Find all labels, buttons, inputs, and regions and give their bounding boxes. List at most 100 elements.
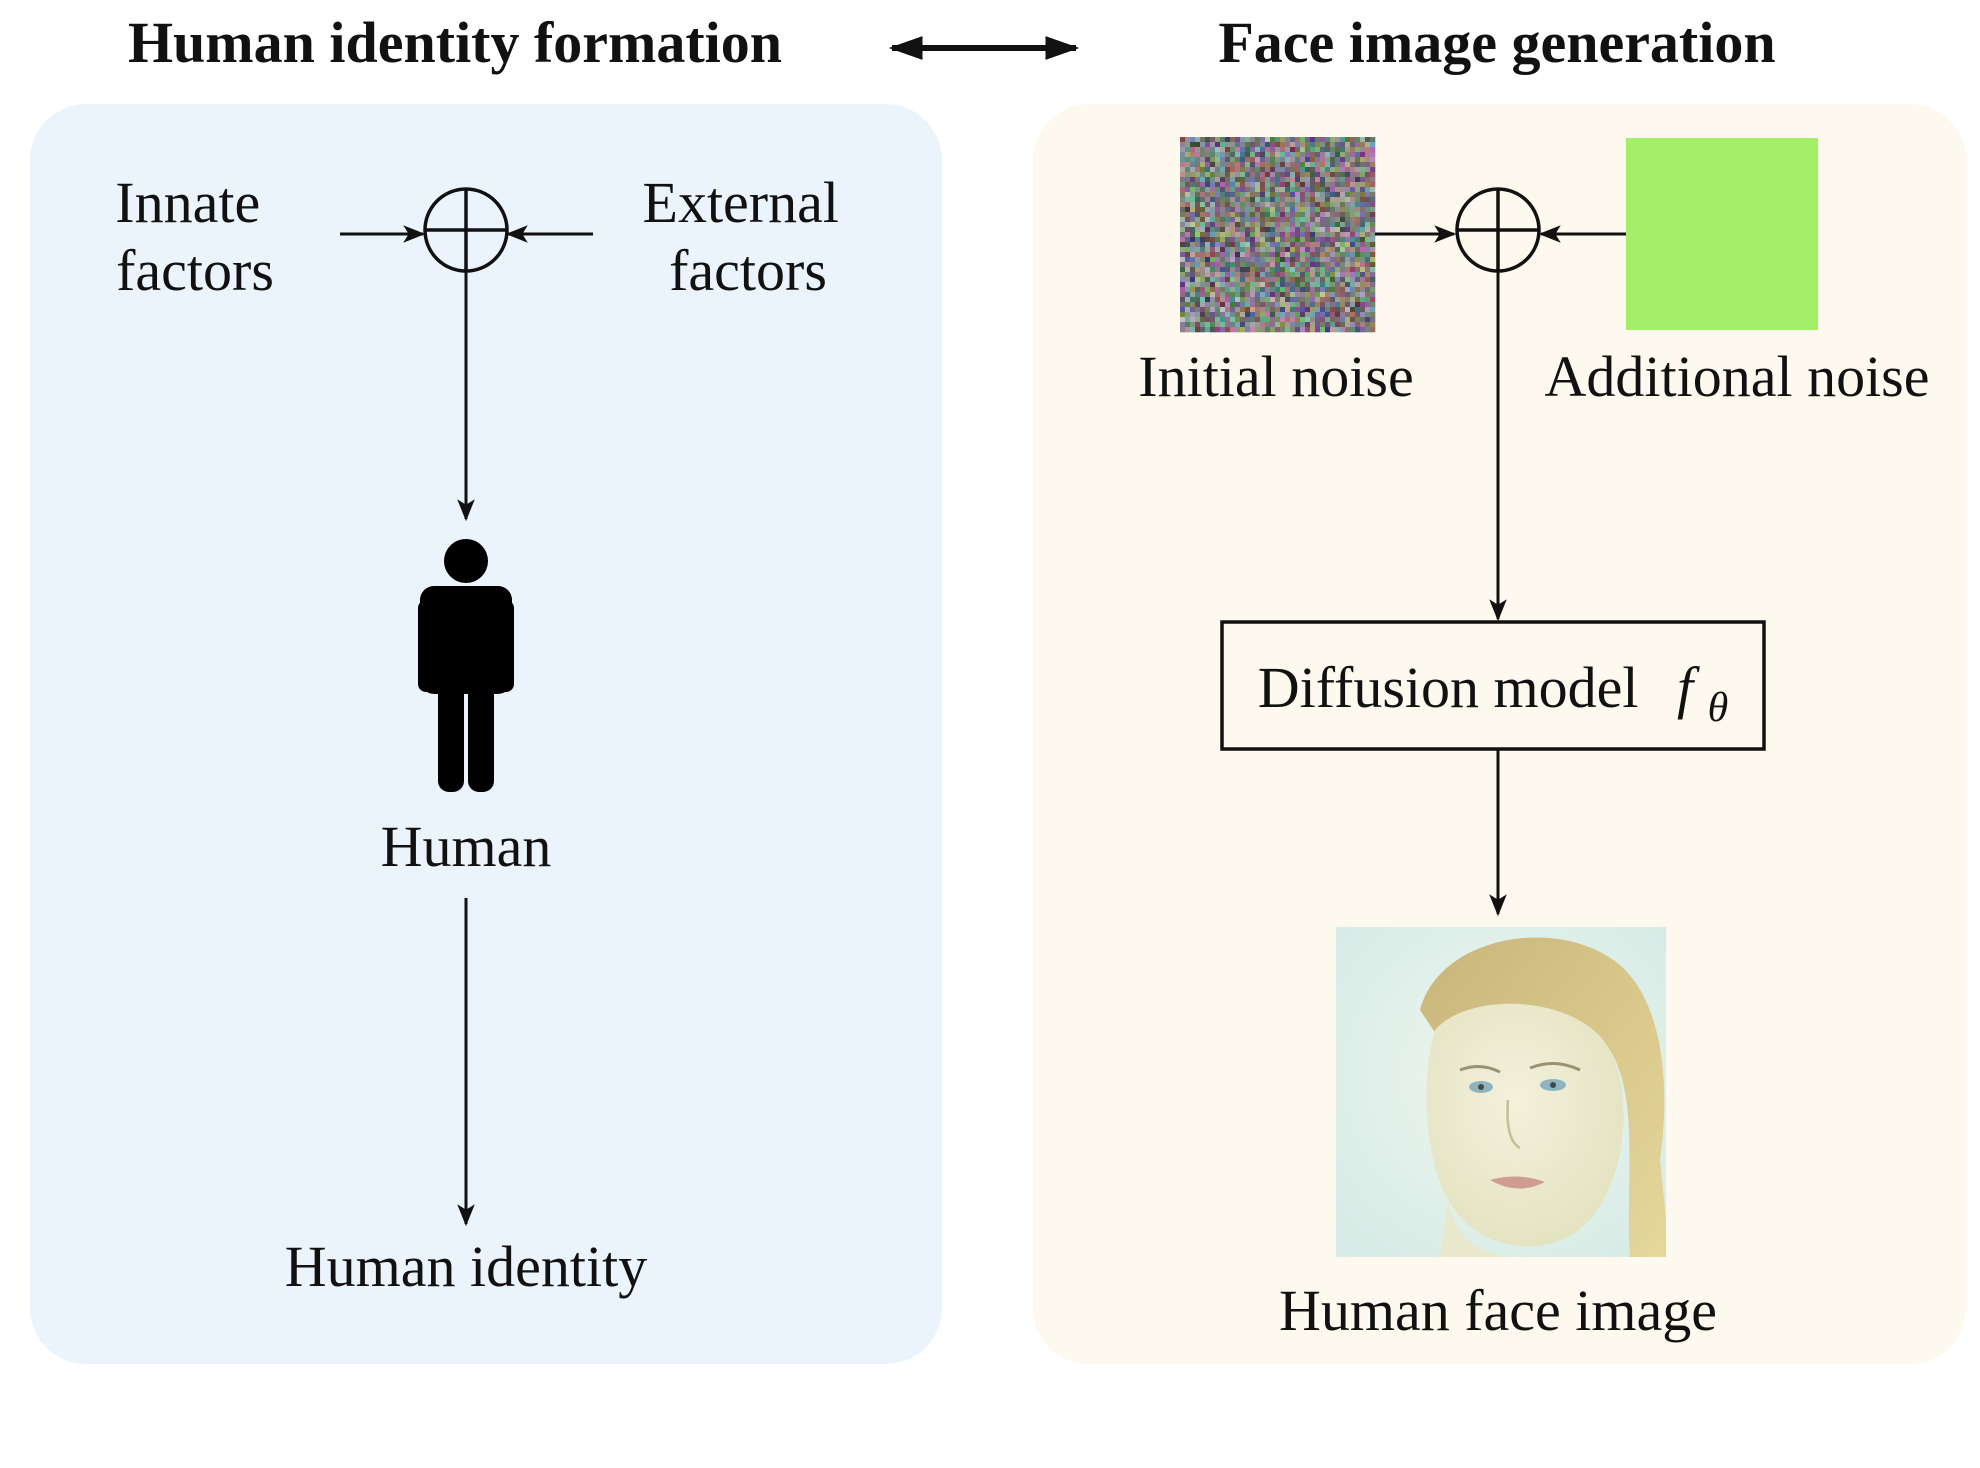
noise-pixel [1240, 217, 1246, 223]
noise-pixel [1330, 182, 1336, 188]
noise-pixel [1295, 167, 1301, 173]
noise-pixel [1255, 277, 1261, 283]
noise-pixel [1315, 227, 1321, 233]
noise-pixel [1330, 242, 1336, 248]
noise-pixel [1245, 232, 1251, 238]
noise-pixel [1205, 222, 1211, 228]
noise-pixel [1360, 317, 1366, 323]
noise-pixel [1325, 187, 1331, 193]
noise-pixel [1290, 142, 1296, 148]
noise-pixel [1310, 187, 1316, 193]
noise-pixel [1230, 182, 1236, 188]
noise-pixel [1245, 302, 1251, 308]
noise-pixel [1215, 192, 1221, 198]
noise-pixel [1365, 177, 1371, 183]
noise-pixel [1180, 282, 1186, 288]
noise-pixel [1205, 137, 1211, 143]
noise-pixel [1200, 227, 1206, 233]
noise-pixel [1285, 317, 1291, 323]
noise-pixel [1345, 287, 1351, 293]
noise-pixel [1225, 307, 1231, 313]
noise-pixel [1215, 302, 1221, 308]
noise-pixel [1225, 182, 1231, 188]
noise-pixel [1285, 227, 1291, 233]
noise-pixel [1220, 167, 1226, 173]
right-panel: Initial noise Additional noise Diffusion… [1033, 104, 1966, 1364]
noise-pixel [1340, 312, 1346, 318]
noise-pixel [1295, 237, 1301, 243]
noise-pixel [1345, 247, 1351, 253]
noise-pixel [1320, 257, 1326, 263]
noise-pixel [1295, 257, 1301, 263]
noise-pixel [1355, 262, 1361, 268]
noise-pixel [1195, 237, 1201, 243]
noise-pixel [1205, 287, 1211, 293]
noise-pixel [1250, 307, 1256, 313]
noise-pixel [1250, 147, 1256, 153]
noise-pixel [1280, 252, 1286, 258]
noise-pixel [1210, 322, 1216, 328]
noise-pixel [1205, 307, 1211, 313]
noise-pixel [1250, 262, 1256, 268]
noise-pixel [1355, 217, 1361, 223]
noise-pixel [1205, 147, 1211, 153]
noise-pixel [1305, 182, 1311, 188]
noise-pixel [1240, 272, 1246, 278]
noise-pixel [1365, 192, 1371, 198]
noise-pixel [1365, 322, 1371, 328]
noise-pixel [1205, 152, 1211, 158]
noise-pixel [1190, 307, 1196, 313]
noise-pixel [1365, 282, 1371, 288]
noise-pixel [1350, 277, 1356, 283]
noise-pixel [1315, 182, 1321, 188]
noise-pixel [1245, 322, 1251, 328]
noise-pixel [1350, 137, 1356, 143]
noise-pixel [1255, 282, 1261, 288]
noise-pixel [1360, 252, 1366, 258]
noise-pixel [1280, 327, 1286, 333]
noise-pixel [1235, 277, 1241, 283]
noise-pixel [1215, 227, 1221, 233]
noise-pixel [1310, 167, 1316, 173]
noise-pixel [1340, 167, 1346, 173]
noise-pixel [1205, 142, 1211, 148]
noise-pixel [1315, 302, 1321, 308]
noise-pixel [1285, 147, 1291, 153]
noise-pixel [1180, 237, 1186, 243]
noise-pixel [1270, 232, 1276, 238]
noise-pixel [1310, 302, 1316, 308]
noise-pixel [1335, 252, 1341, 258]
noise-pixel [1360, 177, 1366, 183]
noise-pixel [1315, 207, 1321, 213]
noise-pixel [1260, 217, 1266, 223]
noise-pixel [1310, 182, 1316, 188]
noise-pixel [1230, 167, 1236, 173]
noise-pixel [1370, 182, 1376, 188]
noise-pixel [1200, 317, 1206, 323]
noise-pixel [1305, 292, 1311, 298]
noise-pixel [1250, 302, 1256, 308]
noise-pixel [1335, 217, 1341, 223]
noise-pixel [1300, 312, 1306, 318]
noise-pixel [1300, 272, 1306, 278]
noise-pixel [1260, 182, 1266, 188]
noise-pixel [1225, 257, 1231, 263]
noise-pixel [1205, 272, 1211, 278]
noise-pixel [1355, 317, 1361, 323]
noise-pixel [1205, 317, 1211, 323]
noise-pixel [1280, 142, 1286, 148]
noise-pixel [1290, 227, 1296, 233]
noise-pixel [1340, 202, 1346, 208]
noise-pixel [1210, 147, 1216, 153]
noise-pixel [1210, 227, 1216, 233]
noise-pixel [1275, 242, 1281, 248]
noise-pixel [1310, 202, 1316, 208]
noise-pixel [1365, 137, 1371, 143]
noise-pixel [1340, 197, 1346, 203]
noise-pixel [1290, 152, 1296, 158]
noise-pixel [1260, 327, 1266, 333]
noise-pixel [1260, 277, 1266, 283]
noise-pixel [1285, 222, 1291, 228]
noise-pixel [1355, 257, 1361, 263]
noise-pixel [1255, 202, 1261, 208]
